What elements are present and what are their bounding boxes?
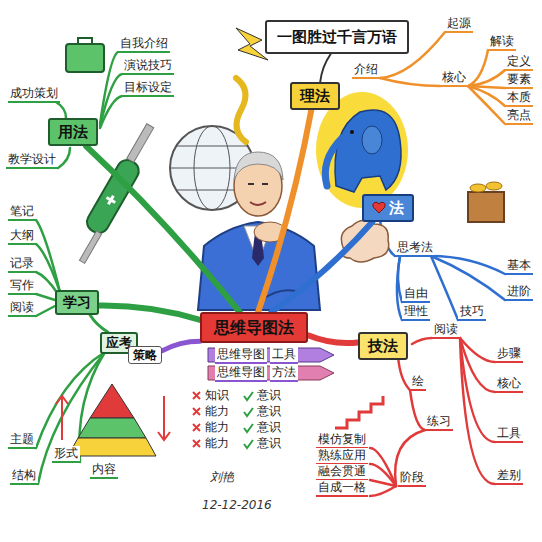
branch-label: 意识 [255, 420, 283, 435]
node-text: 技法 [368, 337, 398, 355]
branch-banner: 法 [362, 194, 414, 222]
branch-label: 自我介绍 [118, 36, 170, 53]
branch-label: 意识 [255, 436, 283, 451]
branch-label: 大纲 [8, 228, 36, 245]
branch-label: 知识 [203, 388, 231, 403]
coin-box [468, 182, 504, 222]
node-text: 策略 [133, 348, 157, 362]
branch-label: 写作 [8, 278, 36, 295]
branch-label: 基本 [505, 258, 533, 275]
branch-label: 定义 [505, 54, 533, 71]
stairs [335, 396, 383, 428]
branch-label: 理性 [402, 304, 430, 321]
branch-label: 融会贯通 [316, 464, 368, 481]
branch-connector [258, 110, 311, 312]
branch-label: 熟练应用 [316, 448, 368, 465]
branch-label: 结构 [10, 468, 38, 485]
branch-banner: 学习 [55, 290, 99, 315]
branch-label: 模仿复制 [316, 432, 368, 449]
branch-connector [320, 54, 331, 82]
branch-lines [36, 32, 505, 496]
branch-banner: 策略 [128, 346, 162, 364]
branch-label: 核心 [495, 376, 523, 393]
node-text: 思维导图法 [214, 318, 294, 337]
branch-label: 阅读 [432, 322, 460, 339]
branch-connector [99, 305, 200, 319]
branch-label: 步骤 [495, 346, 523, 363]
branch-label: 演说技巧 [122, 58, 174, 75]
branch-label: 思维导图 [215, 365, 267, 382]
branch-label: 本质 [505, 90, 533, 107]
branch-label: 阅读 [8, 300, 36, 317]
signature-text: 12-12-2016 [200, 498, 274, 513]
branch-label: 能力 [203, 420, 231, 435]
branch-label: 教学设计 [6, 152, 58, 169]
heart-icon [372, 201, 386, 214]
branch-label: 练习 [425, 414, 453, 431]
branch-label: 内容 [90, 462, 118, 479]
branch-label: 笔记 [8, 204, 36, 221]
branch-label: 成功策划 [8, 86, 60, 103]
branch-label: 阶段 [398, 470, 426, 487]
signature-text: 刘艳 [208, 470, 236, 485]
seahorse [236, 78, 246, 142]
branch-connector [90, 315, 108, 332]
branch-label: 意识 [255, 388, 283, 403]
branch-label: 意识 [255, 404, 283, 419]
branch-banner: 用法 [48, 118, 98, 146]
branch-label: 方法 [270, 365, 298, 382]
branch-label: 思维导图 [215, 347, 267, 364]
branch-label: 绘 [410, 374, 426, 391]
lightning [236, 28, 268, 60]
node-text: 学习 [63, 294, 91, 310]
branch-label: 能力 [203, 404, 231, 419]
branch-label: 自由 [402, 286, 430, 303]
branch-connector [162, 341, 200, 351]
center-banner: 思维导图法 [200, 312, 308, 343]
branch-banner: 技法 [358, 332, 408, 360]
branch-label: 自成一格 [316, 480, 368, 497]
branch-label: 核心 [440, 70, 468, 87]
briefcase [66, 38, 104, 72]
title-banner: 一图胜过千言万语 [265, 20, 409, 54]
branch-label: 亮点 [505, 108, 533, 125]
node-text: 理法 [300, 87, 330, 105]
branch-label: 解读 [488, 34, 516, 51]
node-text: 法 [389, 199, 404, 217]
branch-label: 主题 [8, 432, 36, 449]
branch-label: 进阶 [505, 284, 533, 301]
branch-connector [308, 335, 358, 343]
branch-label: 介绍 [352, 62, 380, 79]
branch-connector [86, 146, 240, 312]
branch-label: 工具 [495, 426, 523, 443]
branch-banner: 理法 [290, 82, 340, 110]
heart-shape [373, 202, 386, 213]
branch-label: 目标设定 [122, 80, 174, 97]
branch-label: 思考法 [395, 240, 435, 257]
branch-label: 记录 [8, 256, 36, 273]
branch-label: 差别 [495, 468, 523, 485]
branch-label: 技巧 [458, 304, 486, 321]
branch-label: 起源 [445, 16, 473, 33]
branch-label: 要素 [505, 72, 533, 89]
node-text: 一图胜过千言万语 [277, 28, 397, 46]
branch-label: 能力 [203, 436, 231, 451]
node-text: 用法 [58, 123, 88, 141]
branch-connector [272, 222, 373, 312]
branch-label: 形式 [52, 446, 80, 463]
branch-label: 工具 [270, 347, 298, 364]
